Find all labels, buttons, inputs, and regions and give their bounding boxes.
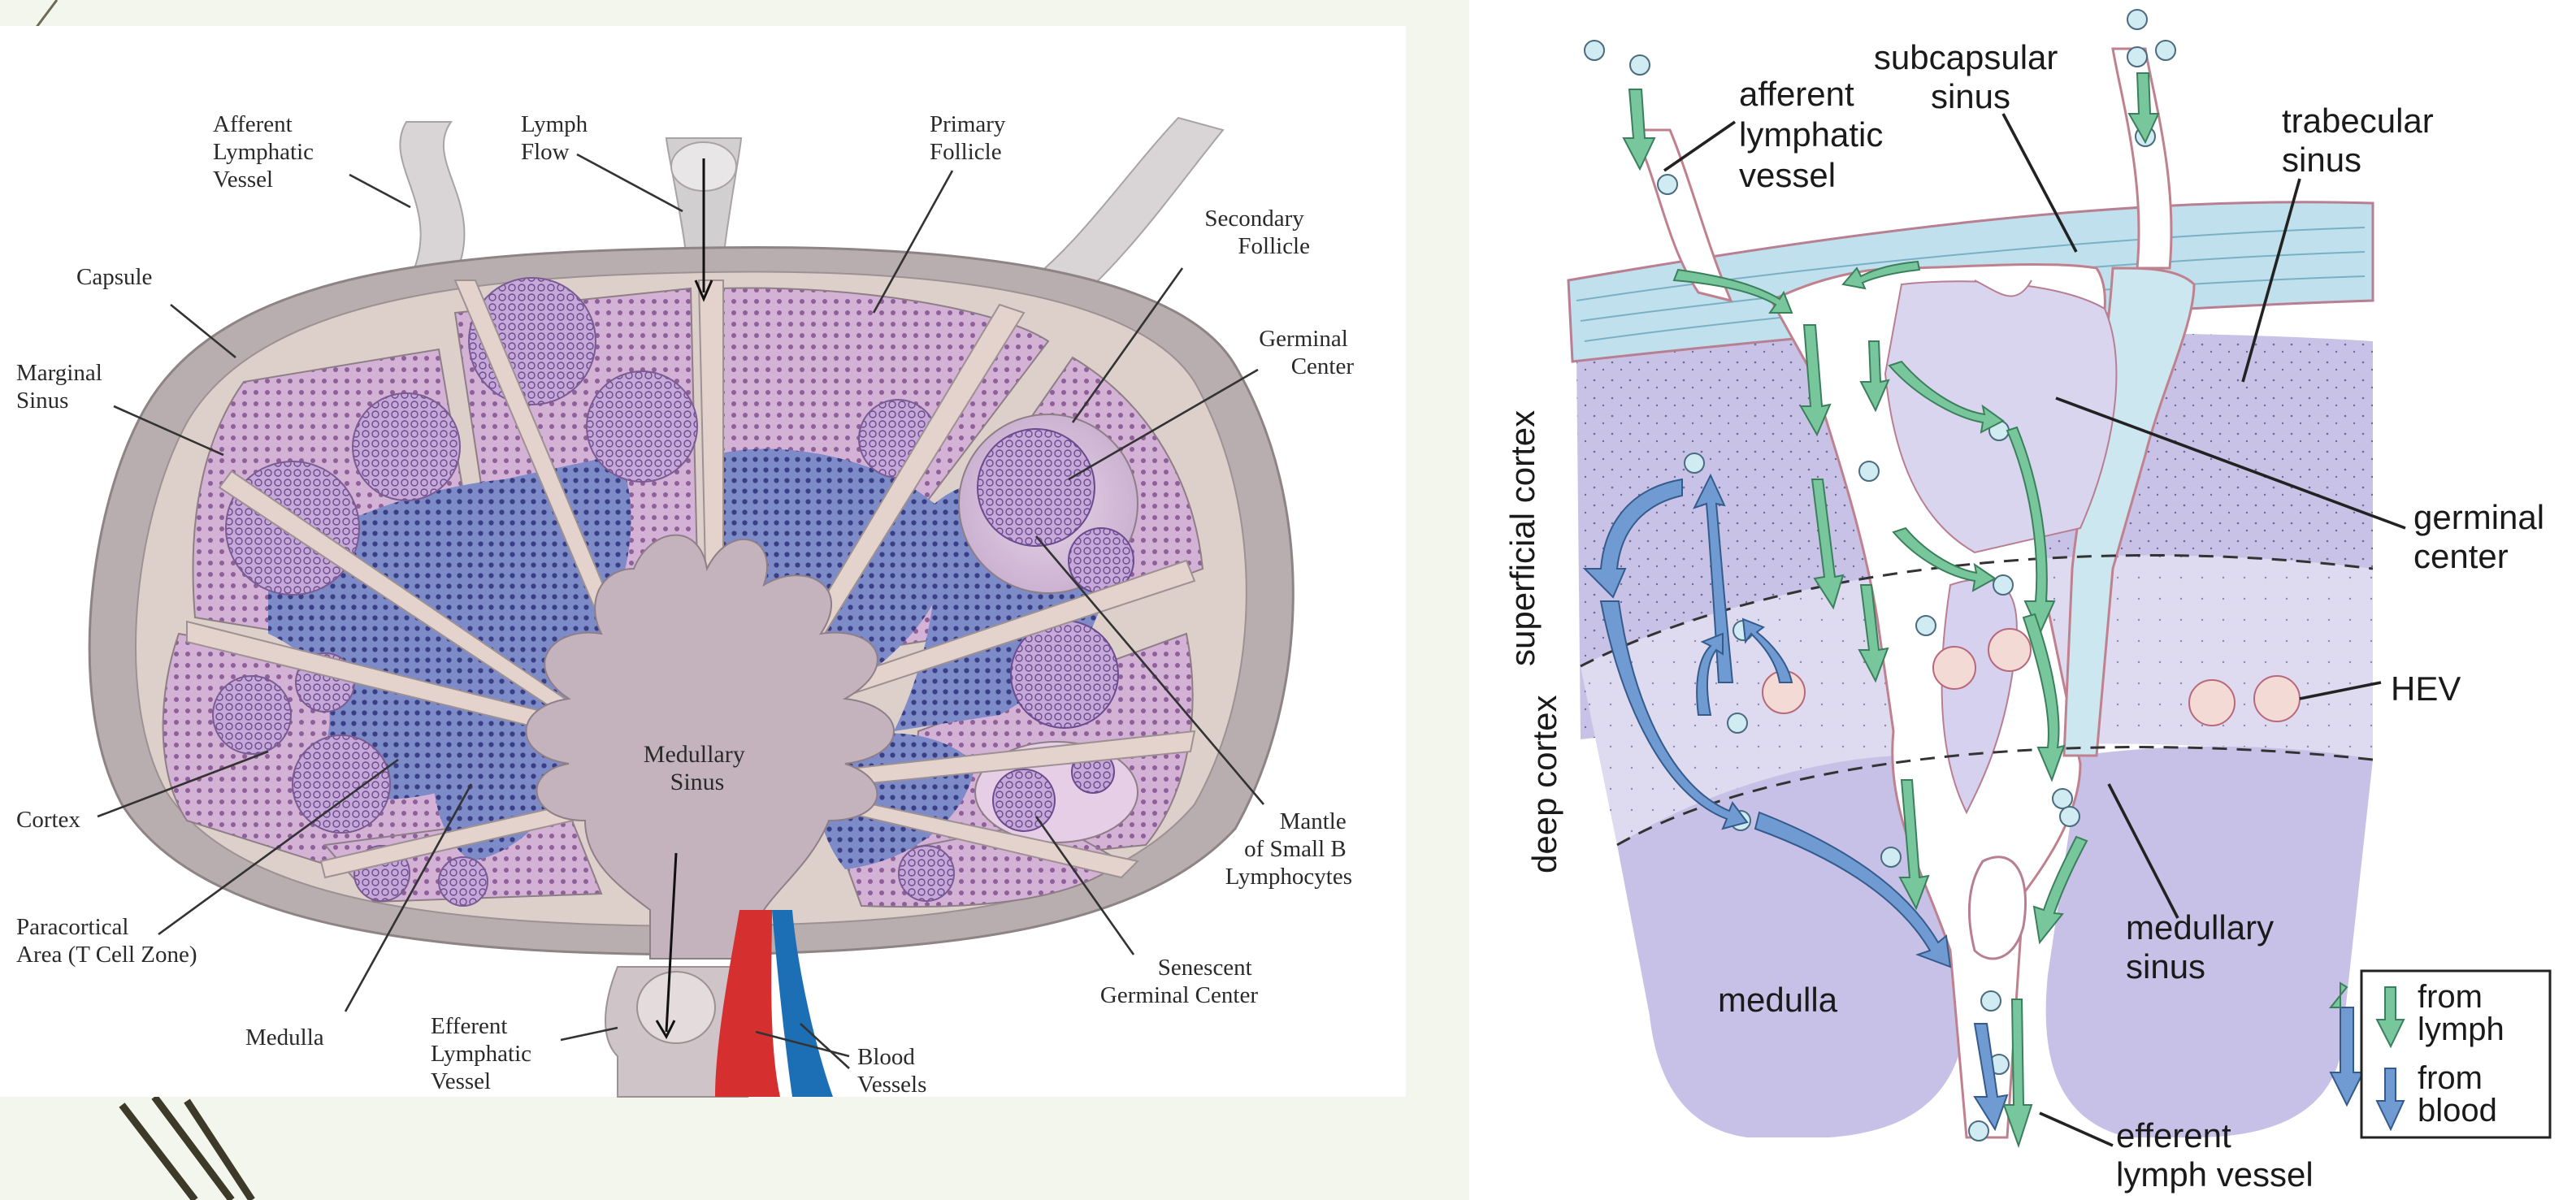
germinal-center-notch	[1974, 279, 2032, 297]
legend: from lymph from blood	[2360, 969, 2552, 1139]
label-capsule: Capsule	[76, 264, 152, 290]
label-senescent-germinal-center: Senescent Germinal Center	[1100, 955, 1258, 1008]
right-lymph-node-diagram: from lymph from blood afferent lymphatic…	[1469, 0, 2576, 1200]
afferent-vessel-right-diagram-right	[2111, 47, 2173, 270]
primary-follicle-11	[898, 845, 955, 902]
label-mantle: Mantle of Small B Lymphocytes	[1225, 808, 1352, 890]
trabeculae	[186, 279, 1196, 879]
lymphocytes	[1584, 9, 2176, 1142]
right-leader-lines	[1663, 113, 2406, 1147]
efferent-flow-arrow	[655, 852, 678, 1040]
label-subcapsular-sinus: subcapsular sinus	[1874, 38, 2067, 115]
label-marginal-sinus: Marginal Sinus	[16, 360, 108, 414]
medulla-right-lobe	[2045, 746, 2373, 1137]
primary-follicle-6	[212, 675, 292, 755]
lymph-flow-arrow	[694, 158, 713, 302]
label-afferent-lymphatic-vessel-right: afferent lymphatic vessel	[1739, 75, 1893, 194]
germinal-center	[977, 428, 1095, 547]
label-germinal-center: Germinal Center	[1259, 326, 1354, 379]
label-hev: HEV	[2391, 669, 2461, 708]
label-paracortical-area: Paracortical Area (T Cell Zone)	[16, 914, 197, 968]
label-medulla-right: medulla	[1718, 981, 1838, 1019]
primary-follicle-8	[292, 734, 391, 834]
lymph-flow-arrows	[1622, 72, 2348, 1149]
senescent-germinal-center-core	[992, 769, 1056, 832]
legend-blood-arrow	[2375, 1068, 2405, 1132]
legend-blood-label: from blood	[2418, 1060, 2497, 1129]
legend-lymph-arrow	[2375, 986, 2405, 1049]
label-superficial-cortex: superficial cortex	[1503, 410, 1542, 666]
label-germinal-center-right: germinal center	[2413, 498, 2554, 575]
label-afferent-lymphatic-vessel: Afferent Lymphatic Vessel	[213, 111, 319, 193]
label-medullary-sinus-right: medullary sinus	[2126, 908, 2283, 986]
left-lymph-node-diagram: Afferent Lymphatic Vessel Lymph Flow Pri…	[0, 26, 1406, 1098]
primary-follicle-3	[352, 392, 461, 501]
afferent-vessel-right-diagram-left	[1631, 128, 1733, 303]
label-medulla: Medulla	[245, 1025, 324, 1051]
label-medullary-sinus: Medullary Sinus	[644, 741, 751, 795]
primary-follicle-10	[438, 856, 488, 907]
medullary-sinus	[525, 534, 895, 960]
label-primary-follicle: Primary Follicle	[930, 111, 1012, 165]
hev-venules	[1762, 628, 2301, 726]
label-deep-cortex: deep cortex	[1525, 695, 1563, 873]
label-efferent-lymphatic-vessel: Efferent Lymphatic Vessel	[431, 1013, 537, 1094]
label-secondary-follicle: Secondary Follicle	[1204, 206, 1310, 259]
zone-boundary-upper	[1580, 554, 2374, 668]
label-trabecular-sinus: trabecular sinus	[2282, 102, 2443, 179]
label-cortex: Cortex	[16, 807, 80, 833]
medulla-left-lobe	[1617, 756, 1968, 1137]
blood-vessel-vein	[772, 910, 833, 1097]
blood-vessel-artery	[715, 910, 780, 1097]
label-lymph-flow: Lymph Flow	[521, 111, 593, 165]
primary-follicle-2	[586, 370, 698, 483]
label-efferent-lymph-vessel: efferent lymph vessel	[2116, 1116, 2314, 1194]
slide-decoration-stripes	[119, 1094, 255, 1200]
legend-lymph-label: from lymph	[2418, 979, 2504, 1047]
efferent-vessel-opening	[636, 971, 716, 1044]
left-leader-lines	[97, 153, 1264, 1069]
label-blood-vessels: Blood Vessels	[857, 1044, 926, 1098]
blood-flow-arrows	[1582, 473, 2365, 1132]
medullary-cord-loop	[1968, 856, 2027, 960]
